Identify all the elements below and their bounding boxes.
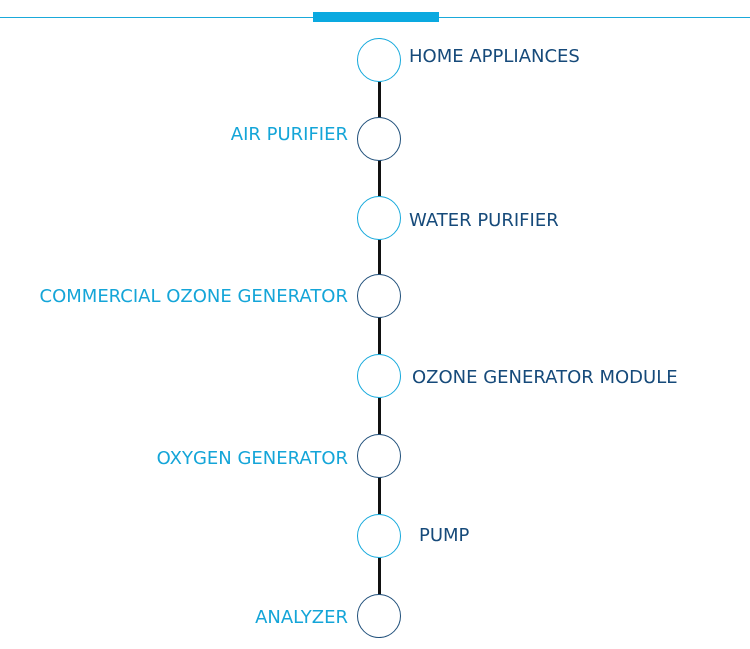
timeline-node-home-appliances[interactable] — [357, 38, 401, 82]
timeline-label-air-purifier[interactable]: AIR PURIFIER — [230, 124, 348, 145]
timeline-node-oxygen-generator[interactable] — [357, 434, 401, 478]
timeline-node-air-purifier[interactable] — [357, 117, 401, 161]
timeline-label-water-purifier[interactable]: WATER PURIFIER — [409, 210, 559, 231]
timeline-label-home-appliances[interactable]: HOME APPLIANCES — [409, 46, 580, 67]
timeline-node-pump[interactable] — [357, 514, 401, 558]
timeline-node-commercial-ozone-generator[interactable] — [357, 274, 401, 318]
timeline-node-water-purifier[interactable] — [357, 196, 401, 240]
timeline-label-pump[interactable]: PUMP — [419, 525, 470, 546]
timeline-label-analyzer[interactable]: ANALYZER — [255, 607, 348, 628]
timeline-label-commercial-ozone-generator[interactable]: COMMERCIAL OZONE GENERATOR — [39, 286, 348, 307]
timeline-node-analyzer[interactable] — [357, 594, 401, 638]
timeline-node-ozone-generator-module[interactable] — [357, 354, 401, 398]
timeline-connector — [378, 80, 381, 600]
active-tab-indicator — [313, 12, 439, 22]
timeline-label-oxygen-generator[interactable]: OXYGEN GENERATOR — [156, 448, 348, 469]
timeline-label-ozone-generator-module[interactable]: OZONE GENERATOR MODULE — [412, 367, 678, 388]
